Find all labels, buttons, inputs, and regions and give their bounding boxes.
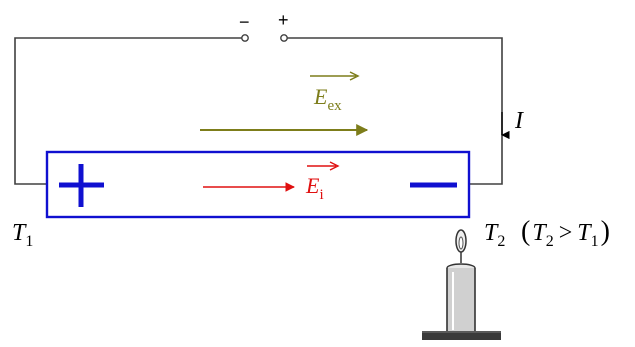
candle-body [446, 268, 476, 333]
internal-field-label: Ei [305, 173, 324, 203]
internal-field-symbol: E [305, 173, 320, 198]
temperature-left-symbol: T [12, 220, 27, 246]
current-label: I [514, 108, 524, 134]
external-field-subscript: ex [327, 98, 342, 114]
negative-terminal [241, 34, 249, 42]
internal-field-vector-head [329, 161, 340, 171]
condition-lhs-symbol: T [532, 220, 547, 246]
internal-field-subscript: i [319, 187, 323, 203]
temperature-left-subscript: 1 [25, 233, 33, 250]
positive-terminal-label: + [278, 10, 289, 30]
condition-lhs-subscript: 2 [546, 233, 554, 250]
candle-base-top [422, 331, 501, 333]
temperature-right-symbol: T [484, 220, 499, 246]
candle-base [422, 331, 501, 340]
condition-open-paren: ( [521, 216, 530, 247]
temperature-left-label: T1 [12, 220, 33, 250]
condition-operator: > [559, 220, 573, 246]
temperature-condition: (T2>T1) [521, 216, 610, 250]
circuit-wire-left [14, 37, 243, 185]
positive-terminal [280, 34, 288, 42]
temperature-right-subscript: 2 [497, 233, 505, 250]
negative-terminal-label: − [239, 12, 250, 32]
candle-flame-core [458, 236, 464, 250]
conductor-bar [45, 150, 471, 219]
condition-close-paren: ) [601, 216, 610, 247]
temperature-right-label: T2 [484, 220, 505, 250]
external-field-vector-head [349, 71, 360, 81]
external-field-symbol: E [313, 84, 328, 109]
candle-icon [422, 229, 501, 340]
external-field-label: Eex [313, 84, 342, 114]
circuit-wire-right [286, 37, 503, 185]
condition-rhs-subscript: 1 [591, 233, 599, 250]
condition-rhs-symbol: T [577, 220, 592, 246]
